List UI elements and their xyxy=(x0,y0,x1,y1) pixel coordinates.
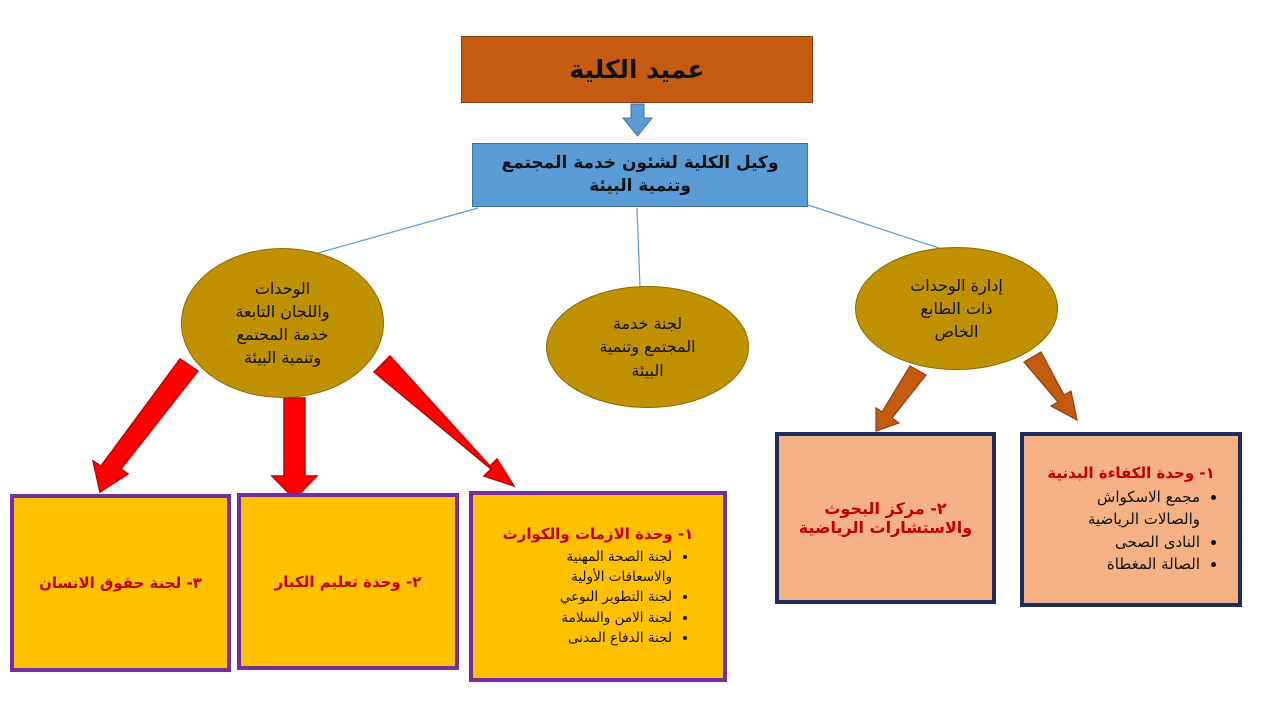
crisis-unit-box: ١- وحدة الازمات والكوارث لجنة الصحة المه… xyxy=(469,491,727,682)
connector-vice-to-middle xyxy=(636,207,641,288)
middle-group-line: البيئة xyxy=(631,360,664,380)
arrow-to-crisis-unit xyxy=(372,354,516,488)
research-center-title-line1: ٢- مركز البحوث xyxy=(824,499,947,518)
middle-group-line: المجتمع وتنمية xyxy=(599,337,696,357)
middle-group-line: لجنة خدمة xyxy=(612,314,683,334)
connector-vice-to-right xyxy=(807,204,961,256)
arrow-to-adult-education xyxy=(270,397,319,501)
vice-dean-title-line2: وتنمية البيئة xyxy=(589,176,691,196)
research-center-box: ٢- مركز البحوث والاستشارات الرياضية xyxy=(775,432,996,604)
left-group-line: خدمة المجتمع xyxy=(236,325,329,344)
fitness-unit-title: ١- وحدة الكفاءة البدنية xyxy=(1047,463,1215,482)
left-group-line: الوحدات xyxy=(254,278,311,298)
left-group-line: واللجان التابعة xyxy=(235,301,330,321)
crisis-unit-list: لجنة الصحة المهنية والاسعافات الأولية لج… xyxy=(502,547,694,648)
arrow-to-fitness-unit xyxy=(1023,351,1078,422)
list-item: لجنة التطوير النوعي xyxy=(502,587,672,607)
adult-education-box: ٢- وحدة تعليم الكبار xyxy=(237,493,459,670)
adult-education-title: ٢- وحدة تعليم الكبار xyxy=(274,572,422,591)
right-group-ellipse: إدارة الوحدات ذات الطابع الخاص xyxy=(855,247,1058,370)
fitness-unit-box: ١- وحدة الكفاءة البدنية مجمع الاسكواش وا… xyxy=(1020,432,1242,607)
arrow-dean-to-vice xyxy=(621,103,654,137)
list-item: الصالة المغطاة xyxy=(1040,553,1200,576)
right-group-line: إدارة الوحدات xyxy=(910,275,1003,295)
vice-dean-title-line1: وكيل الكلية لشئون خدمة المجتمع xyxy=(501,153,779,174)
right-group-line: الخاص xyxy=(934,322,979,342)
list-item: مجمع الاسكواش والصالات الرياضية xyxy=(1040,486,1200,531)
left-group-line: وتنمية البيئة xyxy=(243,348,322,368)
list-item: لجنة الصحة المهنية والاسعافات الأولية xyxy=(502,547,672,588)
arrow-to-research-center xyxy=(875,365,927,432)
fitness-unit-list: مجمع الاسكواش والصالات الرياضية النادى ا… xyxy=(1040,486,1222,576)
list-item: لجنة الامن والسلامة xyxy=(502,608,672,628)
crisis-unit-title: ١- وحدة الازمات والكوارث xyxy=(502,524,694,543)
dean-title: عميد الكلية xyxy=(569,55,705,84)
list-item: لجنة الدفاع المدنى xyxy=(502,628,672,648)
left-group-ellipse: الوحدات واللجان التابعة خدمة المجتمع وتن… xyxy=(181,248,384,398)
dean-box: عميد الكلية xyxy=(461,36,813,103)
vice-dean-box: وكيل الكلية لشئون خدمة المجتمع وتنمية ال… xyxy=(472,143,808,207)
human-rights-box: ٣- لجنة حقوق الانسان xyxy=(10,494,231,672)
right-group-line: ذات الطابع xyxy=(920,298,993,318)
connector-vice-to-left xyxy=(299,207,479,259)
human-rights-title: ٣- لجنة حقوق الانسان xyxy=(39,574,202,592)
research-center-title-line2: والاستشارات الرياضية xyxy=(798,518,973,537)
middle-group-ellipse: لجنة خدمة المجتمع وتنمية البيئة xyxy=(546,286,749,408)
arrow-to-human-rights xyxy=(91,357,200,494)
list-item: النادى الصحى xyxy=(1040,531,1200,554)
